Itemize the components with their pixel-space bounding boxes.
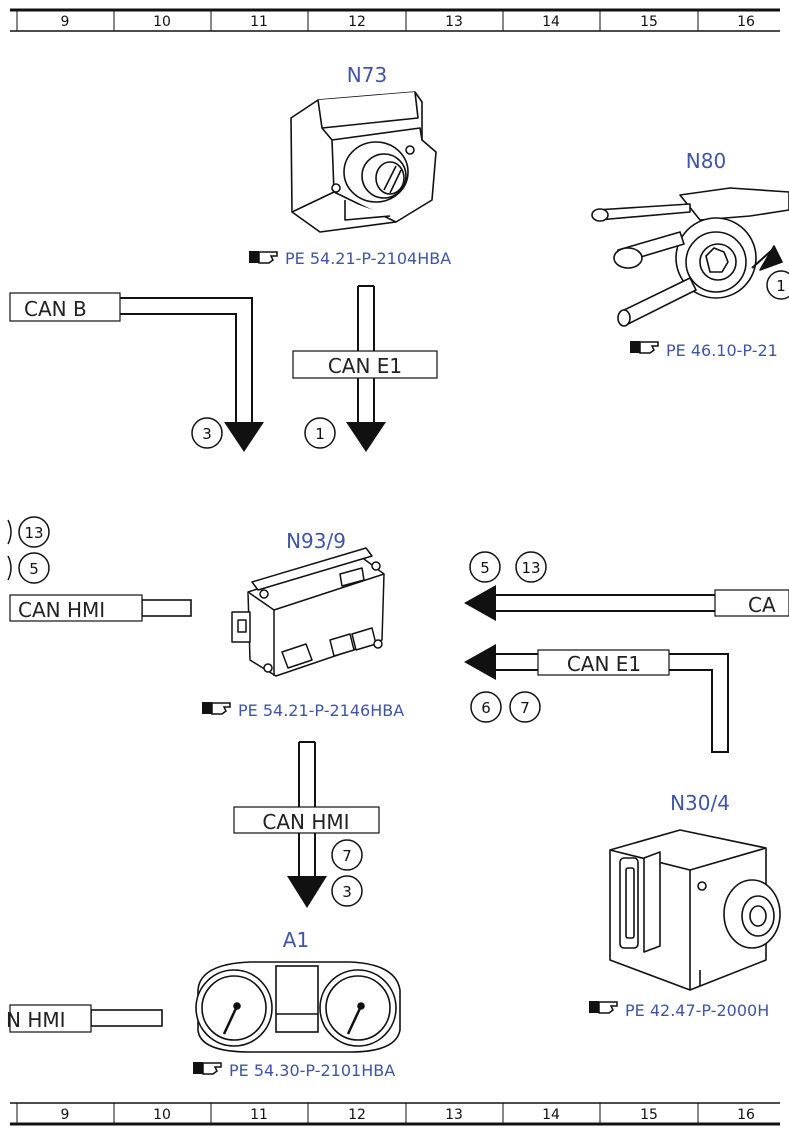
ruler-number: 15 [640,14,658,30]
a1-code: A1 [283,928,309,952]
can-hmi-label: CAN HMI [18,598,105,622]
circled-number: 1 [315,425,325,443]
n73-reference: PE 54.21-P-2104HBA [285,249,451,268]
can-e1-label-box [292,350,438,379]
n80-steering-column-module-drawing [591,187,789,327]
circled-number: 5 [29,560,39,578]
circled-number: 13 [24,524,43,542]
circled-number: 13 [521,559,540,577]
ruler-number: 10 [153,1107,171,1123]
circled-number: 5 [480,559,490,577]
circled-number-marker [331,839,363,871]
ruler-number: 16 [737,14,755,30]
ruler-number: 14 [542,14,560,30]
top-ruler: 9 10 11 12 13 14 15 16 [10,8,780,32]
n30-4-abs-unit-drawing [609,829,781,991]
n93-9-control-unit-drawing [231,547,385,677]
arrow-down-icon [224,422,264,452]
circled-number-marker [470,691,502,723]
ruler-number: 9 [61,1107,70,1123]
hand-pointer-icon [202,702,231,715]
n30-4-code: N30/4 [670,791,730,815]
ruler-number: 14 [542,1107,560,1123]
can-hmi-wire [90,1009,163,1027]
can-label-box [714,589,789,617]
ruler-number: 9 [61,14,70,30]
hand-pointer-icon [249,251,278,264]
n30-4-reference: PE 42.47-P-2000H [625,1001,769,1020]
circled-number-marker [515,551,547,583]
circled-number-marker [18,552,50,584]
circled-number-marker [331,875,363,907]
can-e1-label: CAN E1 [567,652,641,676]
arrow-left-icon [464,585,496,621]
circled-number: 3 [202,425,212,443]
n93-9-reference: PE 54.21-P-2146HBA [238,701,404,720]
ruler-number: 13 [445,1107,463,1123]
can-hmi-label-box [9,594,143,622]
ruler-number: 10 [153,14,171,30]
ruler-number: 12 [348,1107,366,1123]
hand-pointer-icon [589,1001,618,1014]
circled-number-marker [509,691,541,723]
ruler-number: 11 [250,14,268,30]
a1-instrument-cluster-drawing [195,961,401,1053]
can-hmi-label-cut: N HMI [6,1008,66,1032]
hand-pointer-icon [193,1062,222,1075]
arrow-left-icon [464,644,496,680]
circled-number: 6 [481,699,491,717]
n80-code: N80 [686,149,726,173]
can-e1-label-box [537,649,670,676]
can-b-label: CAN B [24,297,87,321]
can-b-label-box [9,292,121,322]
circled-number-marker [191,417,223,449]
circled-number: 3 [342,883,352,901]
can-hmi-label-box [9,1004,92,1033]
arrow-down-icon [346,422,386,452]
circled-number: 7 [342,847,352,865]
a1-reference: PE 54.30-P-2101HBA [229,1061,395,1080]
can-label-cut: CA [748,593,776,617]
n73-code: N73 [347,63,387,87]
can-b-wire [120,297,253,428]
circled-number: 7 [520,699,530,717]
can-e1-label: CAN E1 [328,354,402,378]
circled-number-marker [766,270,789,300]
can-hmi-label: CAN HMI [262,810,349,834]
arrow-down-icon [287,876,327,908]
ruler-number: 13 [445,14,463,30]
n73-ignition-switch-drawing [290,91,437,233]
ruler-number: 16 [737,1107,755,1123]
circled-number-marker [469,551,501,583]
ruler-number: 15 [640,1107,658,1123]
can-hmi-wire [141,599,192,617]
hand-pointer-icon [630,341,659,354]
circled-number-marker [18,516,50,548]
n80-reference: PE 46.10-P-21 [666,341,778,360]
circled-number: 1 [776,277,786,295]
can-e1-wire-right [490,653,729,753]
bottom-ruler: 9 10 11 12 13 14 15 16 [10,1102,780,1126]
ruler-number: 11 [250,1107,268,1123]
circled-number-marker [304,417,336,449]
can-hmi-label-box [233,806,380,834]
n93-9-code: N93/9 [286,529,346,553]
can-wire-right-top [490,594,716,612]
ruler-number: 12 [348,14,366,30]
